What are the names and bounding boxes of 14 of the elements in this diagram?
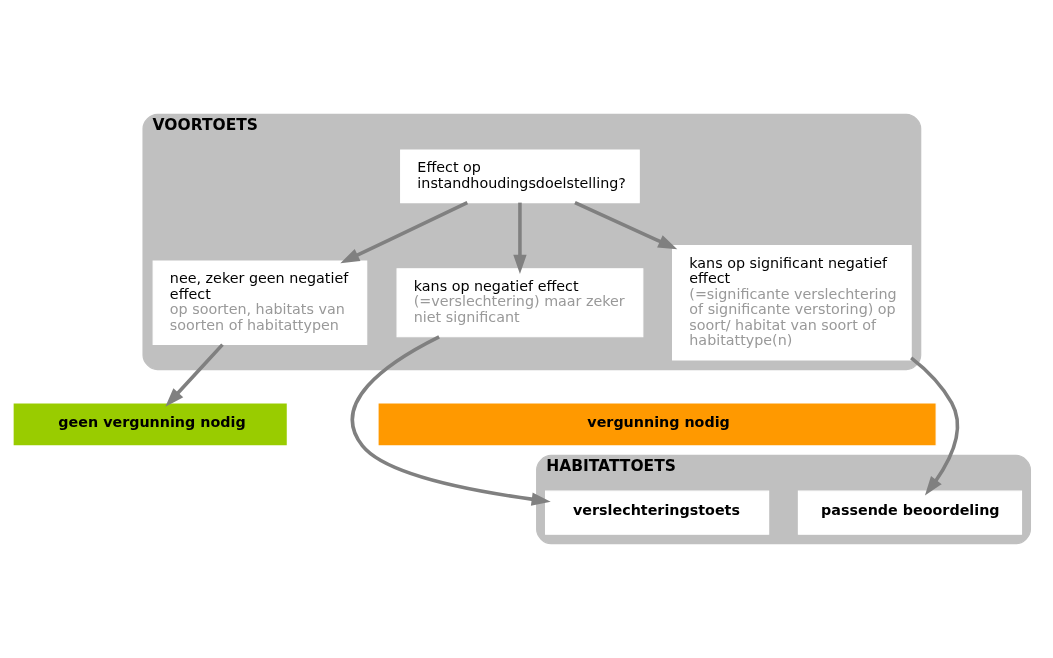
- node-box: nee, zeker geen negatief effect op soorten, habitats van soorten of habitattypen: [152, 260, 368, 346]
- node-box: kans op significant negatief effect (=significante verslechtering of significante verstoring) op soort/ habitat van soort of habitattype(n): [672, 244, 912, 361]
- node-box: verslechteringstoets: [545, 490, 770, 535]
- arrow: [574, 201, 678, 250]
- node-box: geen vergunning nodig: [12, 402, 288, 447]
- arrow: [910, 356, 960, 496]
- arrow: [350, 335, 551, 506]
- arrow: [340, 201, 469, 264]
- node-box: kans op negatief effect (=verslechtering) maar zeker niet significant: [396, 268, 644, 338]
- arrow: [513, 202, 527, 274]
- arrow: [165, 343, 224, 407]
- node-box: vergunning nodig: [377, 402, 937, 447]
- node-box: Effect op instandhoudingsdoelstelling?: [400, 149, 640, 204]
- node-box: passende beoordeling: [797, 490, 1023, 535]
